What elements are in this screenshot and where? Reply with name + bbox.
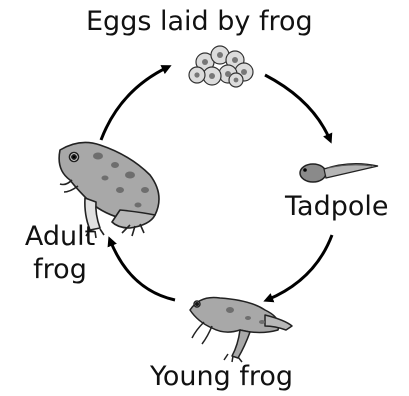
stage-label-adult: Adult frog <box>8 220 112 286</box>
arrow-young-to-adult <box>110 240 175 300</box>
stage-label-adult-line1: Adult <box>8 220 112 253</box>
stage-label-eggs: Eggs laid by frog <box>86 5 313 38</box>
arrow-eggs-to-tadpole <box>265 75 330 140</box>
stage-label-tadpole: Tadpole <box>285 190 388 223</box>
stage-label-adult-line2: frog <box>8 253 112 286</box>
tadpole-illustration <box>300 164 378 182</box>
young-frog-illustration <box>190 298 292 363</box>
arrow-tadpole-to-young <box>267 235 332 300</box>
stage-label-young: Young frog <box>150 360 293 393</box>
eggs-illustration <box>189 46 253 87</box>
arrow-adult-to-eggs <box>101 67 168 140</box>
